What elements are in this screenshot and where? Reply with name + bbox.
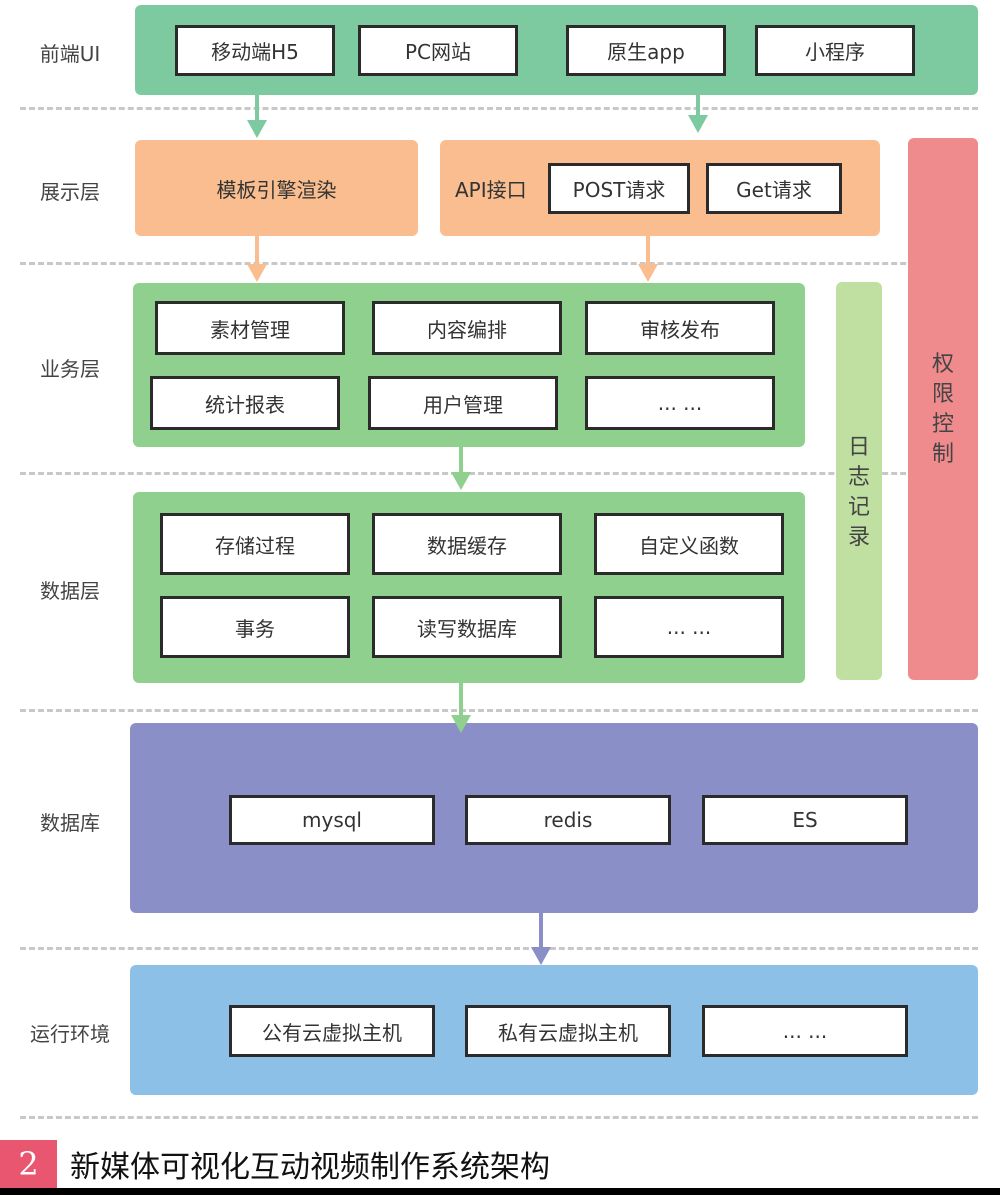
business-more: ... ...	[585, 376, 775, 430]
db-mysql: mysql	[229, 795, 435, 845]
runtime-more: ... ...	[702, 1005, 908, 1057]
layer-label-data: 数据层	[40, 579, 100, 603]
layer-label-business: 业务层	[40, 357, 100, 381]
auth-control-panel	[908, 138, 978, 680]
business-material: 素材管理	[155, 301, 345, 355]
business-content: 内容编排	[372, 301, 562, 355]
arrow-database-to-runtime	[531, 913, 551, 965]
arrow-frontend-to-api	[688, 95, 708, 133]
business-stats: 统计报表	[150, 376, 340, 430]
runtime-public-cloud: 公有云虚拟主机	[229, 1005, 435, 1057]
layer-divider	[20, 472, 978, 475]
template-engine-panel	[135, 140, 418, 236]
data-read-write: 读写数据库	[372, 596, 562, 658]
layer-divider	[20, 107, 978, 110]
bottom-bar	[0, 1188, 1000, 1195]
auth-char: 权	[931, 352, 954, 377]
layer-label-frontend: 前端UI	[39, 42, 101, 66]
frontend-native-app: 原生app	[566, 25, 726, 76]
data-stored-procedure: 存储过程	[160, 513, 350, 575]
data-transaction: 事务	[160, 596, 350, 658]
business-review: 审核发布	[585, 301, 775, 355]
get-request: Get请求	[706, 163, 842, 214]
business-users: 用户管理	[368, 376, 558, 430]
frontend-mobile-h5: 移动端H5	[175, 25, 335, 76]
auth-char: 制	[931, 442, 954, 467]
layer-divider	[20, 262, 978, 265]
auth-control-label: 权限控制	[908, 345, 978, 475]
auth-char: 控	[931, 412, 954, 437]
layer-label-presentation: 展示层	[40, 180, 100, 204]
layer-divider	[20, 709, 978, 712]
log-label: 日志记录	[836, 430, 882, 555]
frontend-mini-program: 小程序	[755, 25, 915, 76]
layer-divider	[20, 947, 978, 950]
db-redis: redis	[465, 795, 671, 845]
frontend-pc-site: PC网站	[358, 25, 518, 76]
arrow-business-to-data	[451, 447, 471, 490]
log-panel	[836, 282, 882, 680]
arrow-api-to-business	[638, 236, 658, 282]
post-request: POST请求	[548, 163, 690, 214]
layer-label-runtime: 运行环境	[30, 1022, 110, 1046]
data-udf: 自定义函数	[594, 513, 784, 575]
layer-label-database: 数据库	[40, 811, 100, 835]
runtime-private-cloud: 私有云虚拟主机	[465, 1005, 671, 1057]
auth-char: 限	[931, 382, 954, 407]
data-cache: 数据缓存	[372, 513, 562, 575]
figure-number: 2	[0, 1140, 57, 1188]
api-label: API接口	[455, 177, 527, 202]
log-char: 记	[847, 494, 870, 520]
figure-caption: 新媒体可视化互动视频制作系统架构	[70, 1150, 550, 1185]
arrow-frontend-to-template	[247, 95, 267, 138]
layer-divider	[20, 1116, 978, 1119]
data-more: ... ...	[594, 596, 784, 658]
log-char: 日	[847, 434, 870, 460]
log-char: 志	[847, 464, 870, 490]
template-engine-label: 模板引擎渲染	[216, 177, 337, 202]
log-char: 录	[847, 524, 870, 550]
db-es: ES	[702, 795, 908, 845]
arrow-data-to-database	[451, 683, 471, 733]
arrow-template-to-business	[247, 236, 267, 282]
